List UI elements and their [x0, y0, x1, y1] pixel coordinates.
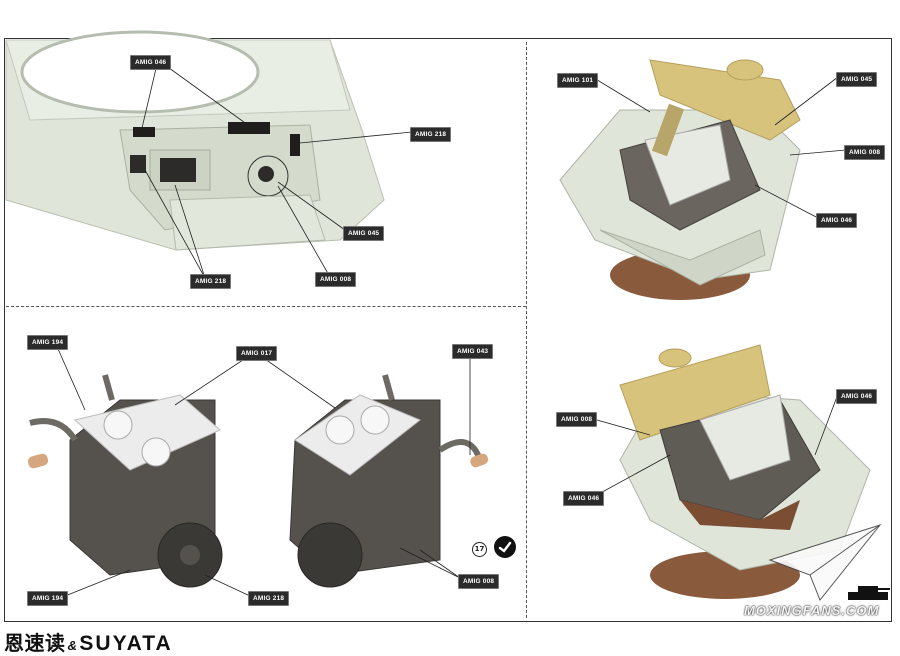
hull-underside-illustration [5, 30, 385, 251]
leader-lines [54, 59, 847, 597]
tank-silhouette-icon [848, 586, 890, 600]
callout-turret-amig-101: AMIG 101 [557, 73, 599, 88]
callout-engine-amig-194-top: AMIG 194 [27, 335, 69, 350]
callout-hull-amig-045: AMIG 045 [343, 226, 385, 241]
callout-hull-amig-008: AMIG 008 [315, 272, 357, 287]
watermark-plane-icon [768, 524, 882, 601]
watermark-text: MOXINGFANS.COM [744, 603, 880, 618]
callout-turret-amig-046: AMIG 046 [816, 213, 858, 228]
callout-engine-amig-194-bottom: AMIG 194 [27, 591, 69, 606]
callout-engine-amig-008: AMIG 008 [458, 574, 500, 589]
brand-amp: & [67, 638, 78, 653]
engine-right-illustration [289, 374, 489, 588]
check-icon [494, 536, 516, 558]
brand-latin: SUYATA [79, 632, 173, 655]
panel-divider-horizontal [6, 306, 526, 307]
callout-engine-amig-043: AMIG 043 [452, 344, 494, 359]
callout-engine-amig-017: AMIG 017 [236, 346, 278, 361]
callout-hull-amig-046: AMIG 046 [130, 55, 172, 70]
callout-turret-amig-045: AMIG 045 [836, 72, 878, 87]
step-number: 17 [472, 542, 487, 557]
callout-turret2-amig-046-right: AMIG 046 [836, 389, 878, 404]
callout-turret2-amig-008: AMIG 008 [556, 412, 598, 427]
callout-hull-amig-218-bottom: AMIG 218 [190, 274, 232, 289]
callout-turret-amig-008: AMIG 008 [844, 145, 886, 160]
callout-hull-amig-218-right: AMIG 218 [410, 127, 452, 142]
panel-divider-vertical [526, 42, 527, 618]
brand-cn: 恩速读 [4, 633, 66, 655]
turret-top-illustration [559, 59, 801, 300]
callout-engine-amig-218: AMIG 218 [248, 591, 290, 606]
engine-left-illustration [27, 374, 223, 588]
footer-brand: 恩速读&SUYATA [4, 627, 173, 656]
callout-turret2-amig-046-left: AMIG 046 [563, 491, 605, 506]
turret-bottom-illustration [619, 344, 871, 599]
